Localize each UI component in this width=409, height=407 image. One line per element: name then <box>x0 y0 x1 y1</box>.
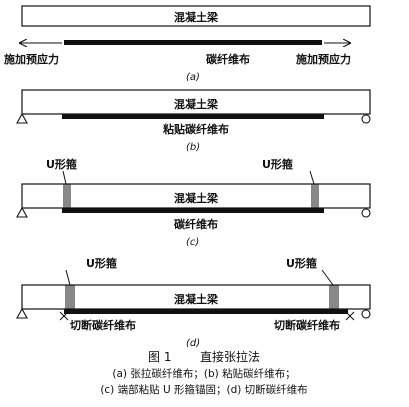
panel-a-sublabel: (a) <box>186 72 200 83</box>
caption-line-2: (c) 端部粘贴 U 形箍锚固；(d) 切断碳纤维布 <box>100 383 307 396</box>
caption-line-1: (a) 张拉碳纤维布；(b) 粘贴碳纤维布； <box>112 367 295 380</box>
cfrp-sheet <box>64 309 348 314</box>
panel-d-sublabel: (d) <box>186 338 200 349</box>
panel-b: 混凝土梁 粘贴碳纤维布 (b) <box>16 89 371 153</box>
beam-label: 混凝土梁 <box>174 10 219 24</box>
concrete-beam <box>21 284 371 310</box>
u-stirrup-right <box>311 184 319 213</box>
cfrp-label: 粘贴碳纤维布 <box>163 122 229 136</box>
panel-c-sublabel: (c) <box>186 237 199 248</box>
cut-right-label: 切断碳纤维布 <box>274 318 340 332</box>
u-stirrup-right-leader <box>309 170 315 185</box>
u-stirrup-right-leader <box>321 269 334 286</box>
cut-mark-right-icon <box>345 311 355 321</box>
u-stirrup-right-label: U形箍 <box>262 157 293 171</box>
cfrp-sheet <box>62 208 324 213</box>
cut-left-label: 切断碳纤维布 <box>70 318 136 332</box>
panel-c: 混凝土梁 U形箍 U形箍 碳纤维布 (c) <box>16 157 371 248</box>
left-prestress-label: 施加预应力 <box>4 52 59 66</box>
concrete-beam <box>21 5 371 27</box>
figure-number: 图 1 <box>148 350 171 364</box>
u-stirrup-left <box>65 285 75 314</box>
u-stirrup-right <box>329 285 339 314</box>
panel-d: 混凝土梁 U形箍 U形箍 切断碳纤维布 <box>16 256 371 349</box>
concrete-beam <box>21 89 371 115</box>
u-stirrup-right-label: U形箍 <box>286 256 317 270</box>
cfrp-sheet <box>62 114 324 119</box>
cut-mark-left-icon <box>59 311 69 321</box>
u-stirrup-left-label: U形箍 <box>86 256 117 270</box>
cfrp-label: 碳纤维布 <box>174 217 218 231</box>
panel-b-sublabel: (b) <box>186 142 200 153</box>
u-stirrup-left <box>63 184 71 213</box>
figure-caption: 图 1 直接张拉法 (a) 张拉碳纤维布；(b) 粘贴碳纤维布； (c) 端部粘… <box>100 349 307 396</box>
roller-support-icon <box>361 114 371 124</box>
cfrp-sheet <box>64 40 322 45</box>
roller-support-icon <box>361 309 371 319</box>
cfrp-label: 碳纤维布 <box>206 52 250 66</box>
figure-title: 直接张拉法 <box>200 349 260 364</box>
pin-support-icon <box>16 307 28 319</box>
pin-support-icon <box>16 206 28 218</box>
u-stirrup-left-leader <box>62 170 67 185</box>
panel-a: 混凝土梁 施加预应力 碳纤维布 施加预应力 (a) <box>4 5 371 83</box>
right-prestress-label: 施加预应力 <box>296 52 351 66</box>
u-stirrup-left-leader <box>65 269 71 286</box>
u-stirrup-left-label: U形箍 <box>46 157 77 171</box>
beam-label: 混凝土梁 <box>174 191 219 205</box>
beam-label: 混凝土梁 <box>174 292 219 306</box>
beam-label: 混凝土梁 <box>174 97 219 111</box>
pin-support-icon <box>16 112 28 124</box>
roller-support-icon <box>361 208 371 218</box>
